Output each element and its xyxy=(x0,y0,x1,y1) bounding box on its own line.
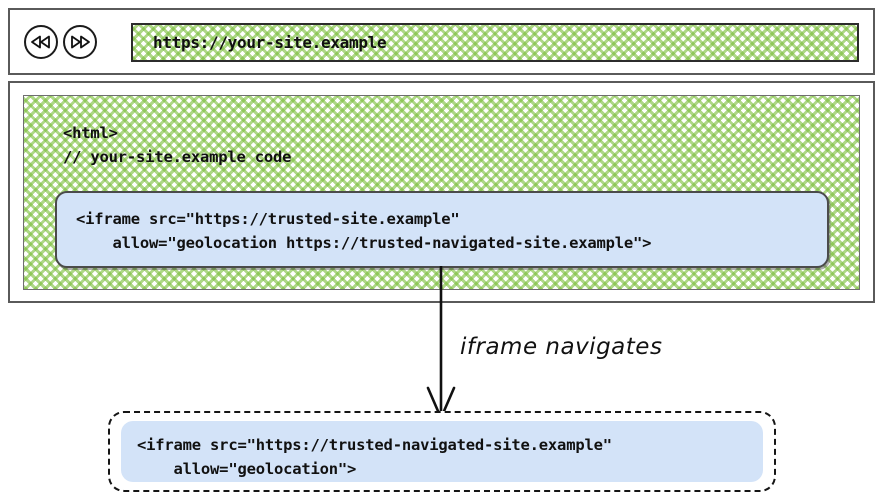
navigated-iframe-line-1: <iframe src="https://trusted-navigated-s… xyxy=(137,436,612,454)
fast-forward-icon xyxy=(69,35,91,49)
back-button[interactable] xyxy=(24,25,58,59)
page-content-area: <html> // your-site.example code <iframe… xyxy=(23,95,860,290)
annotation-iframe-navigates: iframe navigates xyxy=(460,334,663,360)
embedded-iframe-line-1: <iframe src="https://trusted-site.exampl… xyxy=(76,210,460,228)
code-line-site-comment: // your-site.example code xyxy=(63,148,292,166)
address-bar[interactable]: https://your-site.example xyxy=(131,23,859,62)
browser-viewport: <html> // your-site.example code <iframe… xyxy=(8,81,875,303)
forward-button[interactable] xyxy=(63,25,97,59)
embedded-iframe-line-2: allow="geolocation https://trusted-navig… xyxy=(76,234,652,252)
navigated-iframe-line-2: allow="geolocation"> xyxy=(137,460,357,478)
code-line-html-tag: <html> xyxy=(63,124,118,142)
navigated-iframe-code-box: <iframe src="https://trusted-navigated-s… xyxy=(121,421,763,482)
embedded-iframe-code-box: <iframe src="https://trusted-site.exampl… xyxy=(55,191,829,268)
navigated-iframe-outline: <iframe src="https://trusted-navigated-s… xyxy=(108,411,776,492)
browser-toolbar: https://your-site.example xyxy=(8,8,875,75)
browser-window: https://your-site.example <html> // your… xyxy=(8,8,875,303)
address-bar-value: https://your-site.example xyxy=(153,33,387,52)
rewind-icon xyxy=(30,35,52,49)
